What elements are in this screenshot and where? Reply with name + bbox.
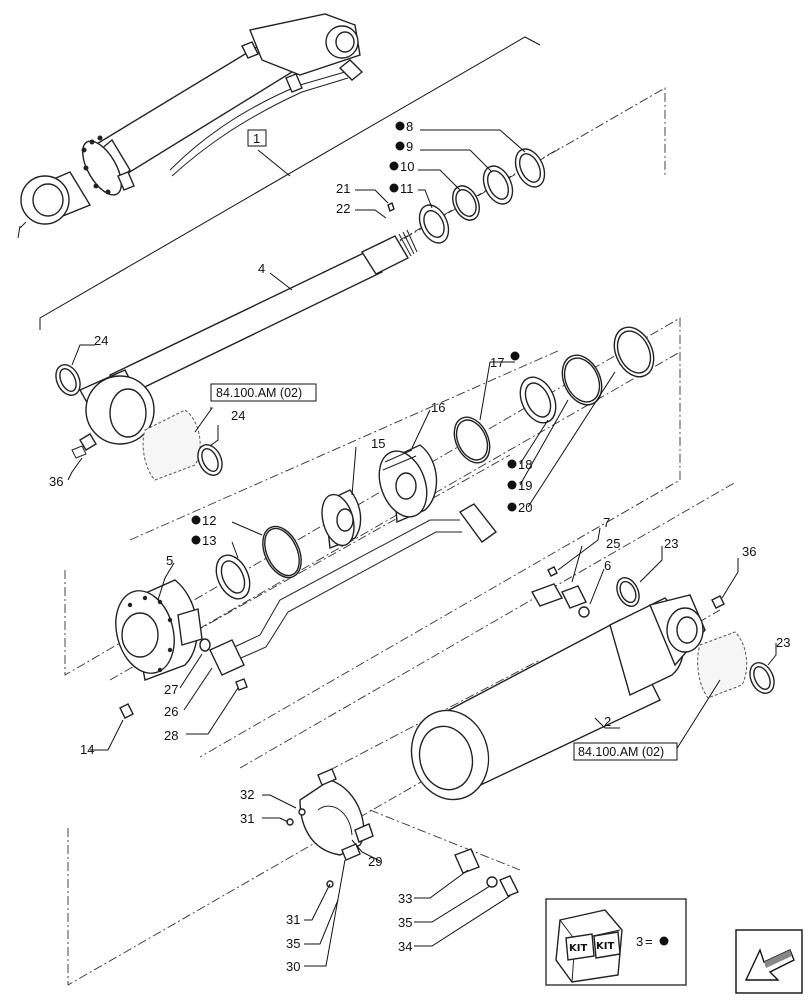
barrel — [410, 594, 748, 801]
callout-10: 10 — [400, 159, 414, 174]
callout-labels: 8 9 10 11 21 22 4 24 17 16 24 15 18 36 1… — [49, 119, 790, 974]
callout-36b: 36 — [742, 544, 756, 559]
callout-35a: 35 — [398, 915, 412, 930]
kit-legend: KIT KIT 3 = — [545, 898, 687, 986]
piston-nut — [321, 489, 362, 549]
callout-5: 5 — [166, 553, 173, 568]
callout-9: 9 — [406, 139, 413, 154]
callout-11: 11 — [400, 181, 414, 196]
callout-22: 22 — [336, 201, 350, 216]
callout-23a: 23 — [664, 536, 678, 551]
callout-27: 27 — [164, 682, 178, 697]
legend-key-number: 3 — [636, 934, 643, 949]
legend-key-equals: = — [645, 934, 653, 949]
callout-35b: 35 — [286, 936, 300, 951]
callout-28: 28 — [164, 728, 178, 743]
callout-4: 4 — [258, 261, 265, 276]
callout-30: 30 — [286, 959, 300, 974]
gland — [115, 579, 203, 681]
reference-box-1[interactable]: 84.100.AM (02) — [210, 383, 317, 402]
reference-box-2[interactable]: 84.100.AM (02) — [573, 742, 678, 761]
callout-7: 7 — [603, 515, 610, 530]
piston-subframe — [64, 317, 681, 758]
subassembly-bracket — [39, 36, 541, 330]
kit-markers — [191, 121, 520, 545]
callout-6: 6 — [604, 558, 611, 573]
small-fittings — [119, 202, 725, 719]
callout-15: 15 — [371, 436, 385, 451]
callout-32: 32 — [240, 787, 254, 802]
reference-label-2: 84.100.AM (02) — [578, 745, 664, 759]
seal-rings — [55, 148, 775, 694]
callout-24b: 24 — [231, 408, 245, 423]
callout-8: 8 — [406, 119, 413, 134]
navigation-arrow-button[interactable] — [735, 929, 803, 994]
callout-21: 21 — [336, 181, 350, 196]
callout-33: 33 — [398, 891, 412, 906]
callout-31b: 31 — [286, 912, 300, 927]
piston-rod — [71, 229, 418, 481]
piston — [378, 444, 438, 524]
callout-18: 18 — [518, 457, 532, 472]
kit-box-text-left: KIT — [569, 943, 587, 954]
callout-23b: 23 — [776, 635, 790, 650]
callout-13: 13 — [202, 533, 216, 548]
callout-26: 26 — [164, 704, 178, 719]
callout-29: 29 — [368, 854, 382, 869]
callout-24a: 24 — [94, 333, 108, 348]
hydraulic-tube — [199, 503, 498, 676]
callout-36a: 36 — [49, 474, 63, 489]
callout-34: 34 — [398, 939, 412, 954]
assembled-cylinder — [17, 13, 364, 239]
legend-dot-icon — [659, 936, 669, 946]
callout-box-1 — [247, 129, 267, 147]
leader-lines — [67, 129, 777, 967]
callout-17: 17 — [490, 355, 504, 370]
callout-12: 12 — [202, 513, 216, 528]
callout-31a: 31 — [240, 811, 254, 826]
tube-clamp — [286, 768, 519, 897]
kit-box-text-right: KIT — [596, 941, 614, 952]
callout-16: 16 — [431, 400, 445, 415]
callout-25: 25 — [606, 536, 620, 551]
callout-1: 1 — [253, 131, 260, 146]
callout-2: 2 — [604, 714, 611, 729]
reference-label-1: 84.100.AM (02) — [216, 386, 302, 400]
callout-14: 14 — [80, 742, 94, 757]
callout-20: 20 — [518, 500, 532, 515]
callout-19: 19 — [518, 478, 532, 493]
rod-subframe — [359, 87, 666, 265]
